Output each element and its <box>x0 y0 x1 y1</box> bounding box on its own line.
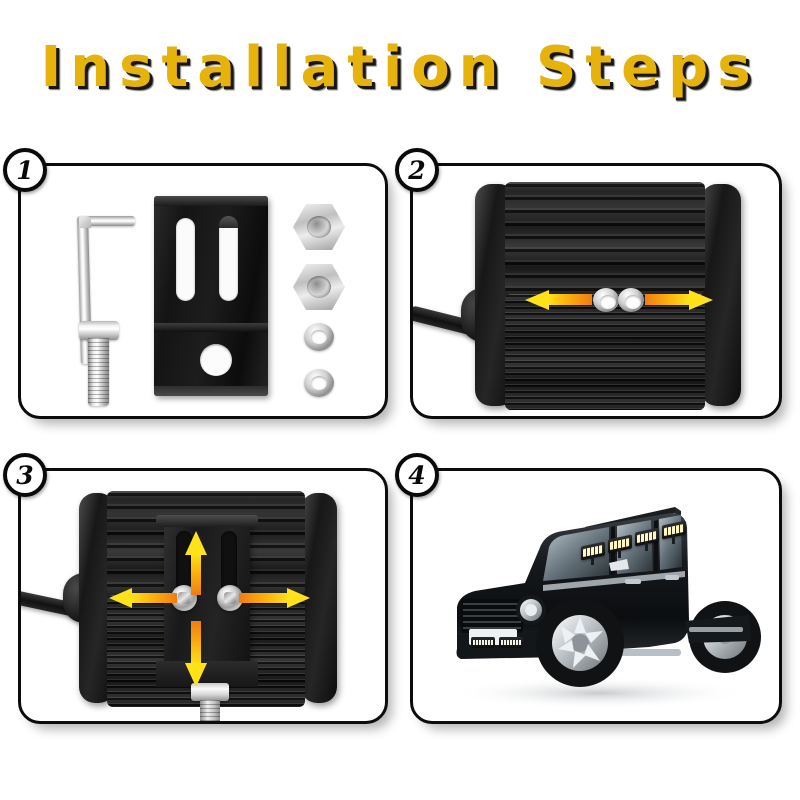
bracket-bolt-right-icon <box>217 585 243 611</box>
step-panel-2: 2 <box>395 148 782 419</box>
page-title: Installation Steps <box>40 35 760 100</box>
step-badge-4: 4 <box>395 453 439 497</box>
step-2-image <box>413 166 779 416</box>
bracket-fold-line <box>154 323 268 332</box>
bracket-round-hole <box>200 344 232 376</box>
suv-illustration <box>449 507 761 709</box>
step-panel-3: 3 <box>3 453 388 724</box>
bracket-slot-cap <box>219 216 238 228</box>
step-badge-3: 3 <box>3 453 47 497</box>
mounting-bolt-shank-icon <box>88 338 109 406</box>
bracket-slot-right <box>219 218 238 301</box>
hex-nut-upper-bore <box>307 216 331 238</box>
roof-pod-mount-1 <box>591 556 594 565</box>
bracket-top-edge <box>154 196 268 206</box>
hex-nut-lower-bore <box>307 276 331 298</box>
bracket-top-flange <box>156 515 258 527</box>
bumper-led-pod-1 <box>471 637 495 648</box>
bracket-bottom-flange <box>156 661 258 687</box>
pod-heatsink-upper <box>505 182 705 294</box>
base-bolt-shank <box>200 700 220 721</box>
base-bolt-head <box>191 683 229 701</box>
washer-lower-icon <box>304 369 334 397</box>
allen-wrench-elbow-icon <box>79 216 91 228</box>
mounting-bolt-head-icon <box>79 321 119 340</box>
bracket-slot-left <box>176 218 195 301</box>
step-panel-4: 4 <box>395 453 782 724</box>
center-nut-left-icon <box>593 288 619 312</box>
step-3-image <box>21 471 385 721</box>
step-1-image <box>21 166 385 416</box>
washer-upper-icon <box>304 323 334 351</box>
bumper-led-pod-2 <box>499 637 523 648</box>
roof-pod-mount-4 <box>672 535 675 544</box>
center-nut-right-icon <box>618 288 644 312</box>
step-badge-1: 1 <box>3 148 47 192</box>
step-panel-1: 1 <box>3 148 388 419</box>
hex-nut-lower-icon <box>293 264 345 310</box>
hex-nut-upper-icon <box>293 204 345 250</box>
heatsink-fins-lower <box>505 294 705 410</box>
pod-heatsink-lower <box>505 294 705 410</box>
bracket-bottom-edge <box>154 386 268 396</box>
step-badge-2: 2 <box>395 148 439 192</box>
heatsink-fins-upper <box>505 182 705 294</box>
roof-pod-mount-2 <box>618 549 621 558</box>
step-4-image <box>413 471 779 721</box>
roof-pod-mount-3 <box>645 542 648 551</box>
allen-wrench-arm-icon <box>79 216 135 226</box>
